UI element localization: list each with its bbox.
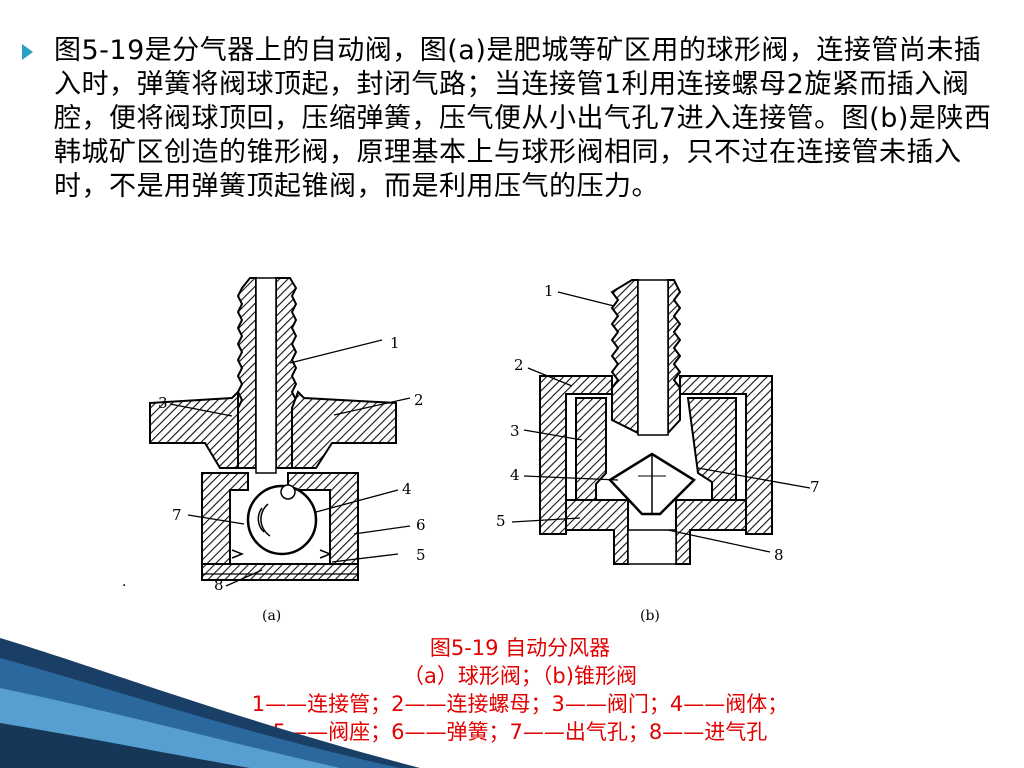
valve-seat-b bbox=[565, 499, 629, 565]
valve-seat bbox=[201, 563, 359, 581]
figure-b-label: (b) bbox=[640, 608, 660, 624]
connecting-nut-b bbox=[539, 375, 613, 535]
callout-a-6: 6 bbox=[416, 516, 426, 534]
valve-ball bbox=[246, 484, 318, 556]
pipe-b-right-wall bbox=[667, 279, 682, 436]
callout-b-5: 5 bbox=[496, 512, 506, 530]
callout-b-3: 3 bbox=[510, 422, 520, 440]
caption-title: 图5-19 自动分风器 bbox=[429, 636, 611, 660]
callout-a-7: 7 bbox=[172, 506, 182, 524]
callout-a-1: 1 bbox=[390, 334, 400, 352]
bullet-arrow-icon bbox=[22, 44, 33, 60]
caption-legend-line-2: 5——阀座；6——弹簧；7——出气孔；8——进气孔 bbox=[272, 720, 768, 744]
callout-a-8: 8 bbox=[214, 576, 224, 594]
callout-a-2: 2 bbox=[414, 391, 424, 409]
callout-b-1: 1 bbox=[544, 282, 554, 300]
spring bbox=[231, 549, 333, 559]
valve-diagram: 1 2 3 4 5 6 7 8 (a) . bbox=[122, 277, 820, 624]
callout-a-5: 5 bbox=[416, 546, 426, 564]
connecting-nut bbox=[149, 389, 239, 469]
caption-subtitle: （a）球形阀；（b)锥形阀 bbox=[403, 664, 637, 688]
callout-b-8: 8 bbox=[774, 546, 784, 564]
valve-body-b bbox=[575, 397, 607, 501]
svg-text:.: . bbox=[122, 574, 126, 590]
callout-b-2: 2 bbox=[514, 356, 524, 374]
figure-caption: 图5-19 自动分风器 （a）球形阀；（b)锥形阀 1——连接管；2——连接螺母… bbox=[140, 634, 900, 746]
callout-b-7: 7 bbox=[810, 478, 820, 496]
ball-valve-drawing: 1 2 3 4 5 6 7 8 (a) . bbox=[122, 277, 426, 624]
caption-legend-line-1: 1——连接管；2——连接螺母；3——阀门；4——阀体； bbox=[251, 692, 789, 716]
cone-valve-drawing: 1 2 3 4 5 7 8 (b) bbox=[496, 279, 820, 624]
callout-a-3: 3 bbox=[158, 394, 168, 412]
callout-a-4: 4 bbox=[402, 480, 412, 498]
callout-b-4: 4 bbox=[510, 466, 520, 484]
decorative-swoosh bbox=[0, 638, 420, 768]
pipe-left-wall bbox=[236, 277, 257, 469]
pipe-b-left-wall bbox=[610, 279, 639, 435]
body-paragraph: 图5-19是分气器上的自动阀，图(a)是肥城等矿区用的球形阀，连接管尚未插入时，… bbox=[54, 35, 992, 202]
figure-a-label: (a) bbox=[262, 608, 281, 624]
